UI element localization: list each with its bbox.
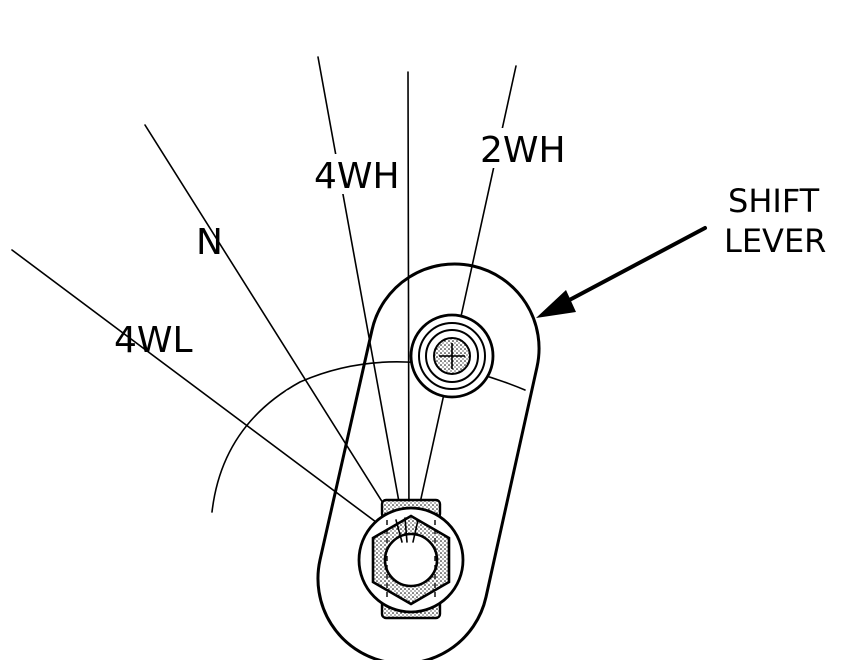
splined-nut [357, 498, 465, 620]
line-n [144, 124, 406, 539]
label-n: N [196, 222, 223, 263]
line-4wl [11, 249, 401, 541]
line-4wh-left [317, 56, 406, 536]
arc-gap-mask-2 [278, 390, 291, 402]
label-4wh: 4WH [314, 156, 400, 197]
line-center [407, 71, 410, 533]
label-4wl: 4WL [114, 320, 193, 361]
shift-lever-arrow [536, 226, 707, 318]
label-lever: LEVER [724, 222, 826, 260]
pivot-bolt [409, 313, 495, 399]
label-2wh: 2WH [480, 130, 566, 171]
shift-lever-body [316, 262, 541, 660]
arc-gap-mask-1 [250, 415, 264, 429]
label-shift: SHIFT [728, 182, 820, 220]
